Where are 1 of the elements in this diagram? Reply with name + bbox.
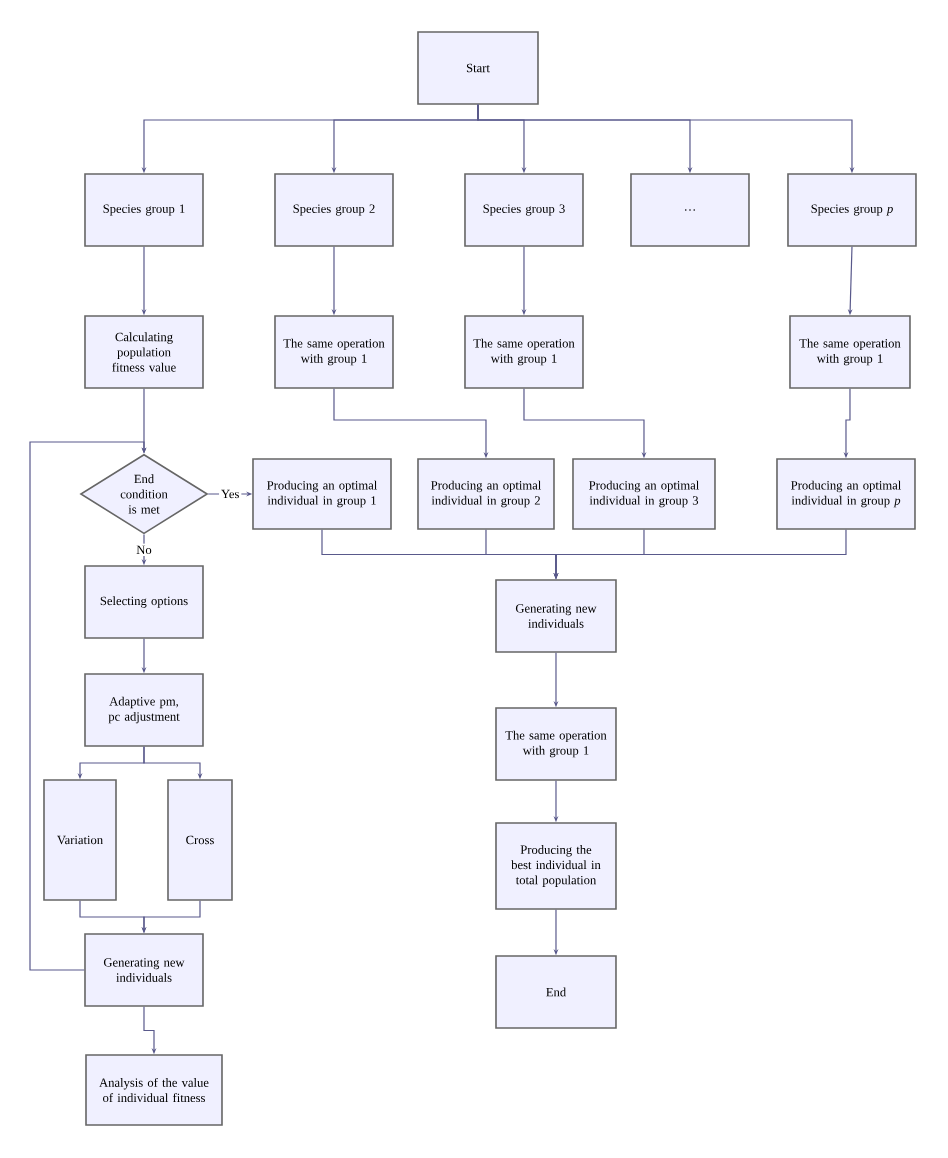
arrow (29, 441, 147, 971)
